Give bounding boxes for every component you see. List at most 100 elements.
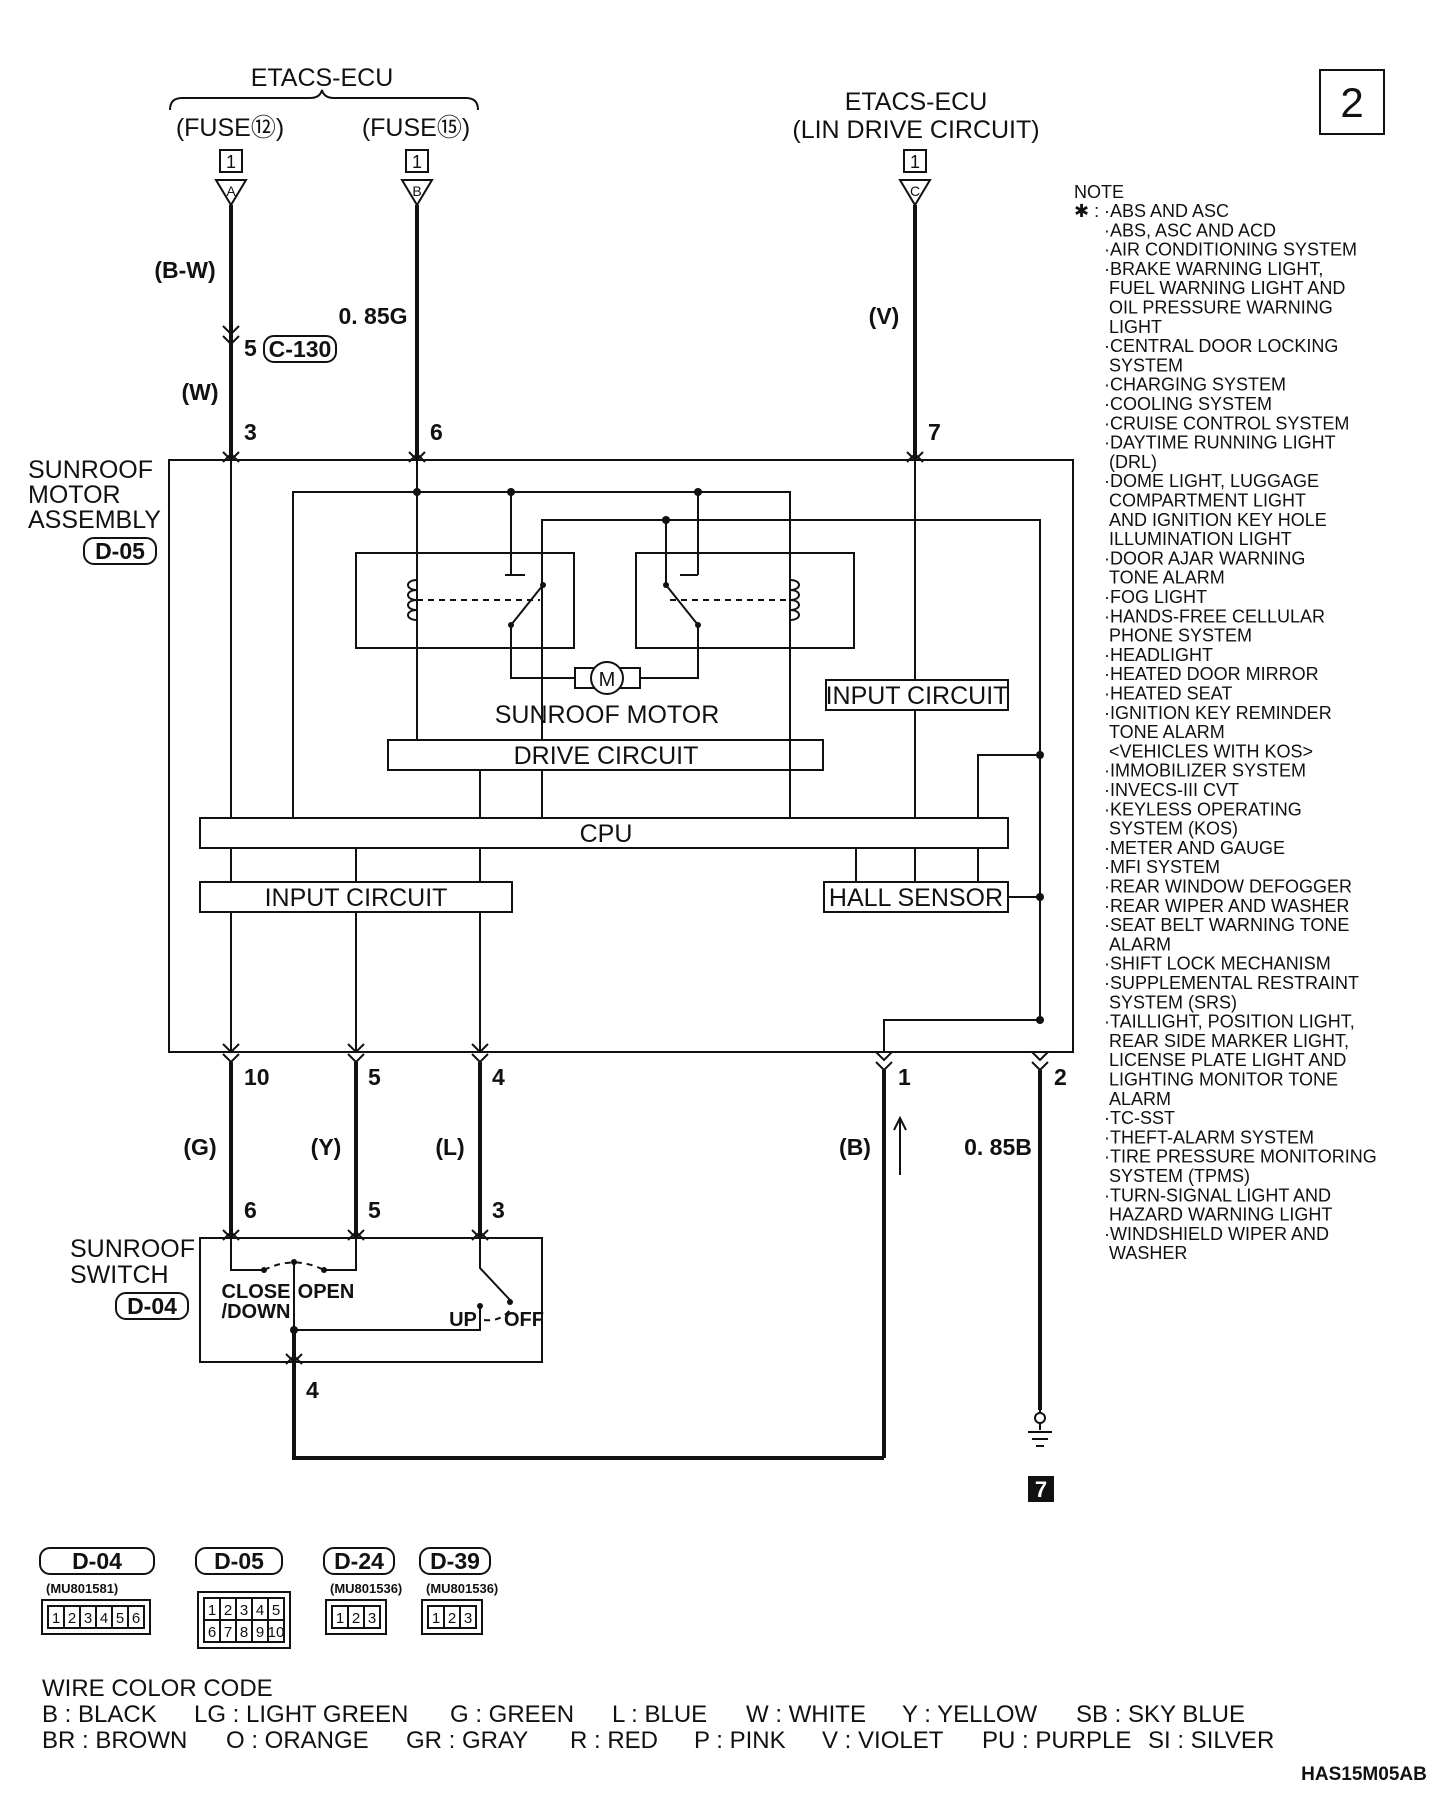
off-label: OFF: [504, 1309, 544, 1331]
relay-right-switch: [665, 492, 699, 626]
connector-pin-number: 2: [448, 1610, 456, 1627]
note-item: ·SUPPLEMENTAL RESTRAINT: [1104, 973, 1359, 993]
page-number-box: [1319, 69, 1385, 135]
switch-label-1: SUNROOF: [70, 1235, 195, 1263]
note-item: LIGHT: [1109, 317, 1162, 337]
motor-symbol: [590, 661, 624, 695]
note-item: ·DOOR AJAR WARNING: [1104, 548, 1305, 568]
wire-label-y: (Y): [311, 1134, 342, 1160]
connector-tag: [39, 1547, 155, 1575]
note-item: ·HEATED DOOR MIRROR: [1104, 664, 1319, 684]
drive-circuit-block: [387, 739, 824, 771]
pin-2: 2: [1054, 1064, 1067, 1090]
note-item: ·THEFT-ALARM SYSTEM: [1104, 1127, 1314, 1147]
wire-label-085g: 0. 85G: [338, 303, 407, 329]
switch-up-lead: [294, 1306, 481, 1331]
note-item: COMPARTMENT LIGHT: [1109, 491, 1306, 511]
note-item: REAR SIDE MARKER LIGHT,: [1109, 1031, 1349, 1051]
connector-pin-number: 3: [464, 1610, 472, 1627]
open-label: OPEN: [298, 1281, 355, 1303]
note-item: TONE ALARM: [1109, 722, 1225, 742]
switch-contact: [477, 1303, 483, 1309]
connector-pin-number: 3: [240, 1602, 248, 1619]
input-circuit-right-label: INPUT CIRCUIT: [826, 682, 1009, 710]
ground-symbol: [1028, 1410, 1052, 1447]
motor-leads: [510, 625, 699, 679]
connector-pin-number: 5: [116, 1610, 124, 1627]
connector-name: D-05: [214, 1548, 264, 1574]
wire-color-entry: O : ORANGE: [226, 1727, 369, 1754]
svg-text:B: B: [412, 183, 421, 199]
connector-cavity: [363, 1605, 381, 1629]
svg-text:1: 1: [226, 152, 236, 172]
connector-cavity: [267, 1619, 285, 1643]
note-item: ALARM: [1109, 1089, 1171, 1109]
note-item: SYSTEM (TPMS): [1109, 1166, 1250, 1186]
connector-tag: [195, 1547, 283, 1575]
connector-b: 1 B: [400, 149, 434, 207]
connector-part: (MU801536): [330, 1581, 402, 1596]
wire-label-v: (V): [869, 303, 900, 329]
assembly-label-3: ASSEMBLY: [28, 506, 161, 534]
etacs-ecu-label: ETACS-ECU: [251, 64, 394, 92]
connector-name: D-24: [334, 1548, 384, 1574]
terminal-1: [875, 1051, 893, 1072]
etacs-brace: [169, 89, 479, 111]
close-label: CLOSE: [222, 1281, 291, 1303]
pin-1: 1: [898, 1064, 911, 1090]
connector-pin-number: 5: [272, 1602, 280, 1619]
note-item: ·REAR WIPER AND WASHER: [1104, 896, 1349, 916]
connector-pin-number: 1: [432, 1610, 440, 1627]
wire-color-entry: P : PINK: [694, 1727, 786, 1754]
pin-7: 7: [928, 419, 941, 445]
note-item: ·DAYTIME RUNNING LIGHT: [1104, 433, 1336, 453]
connector-pin-number: 4: [100, 1610, 108, 1627]
connector-tag: [323, 1547, 395, 1575]
connector-face: [197, 1591, 291, 1649]
note-item: ·DOME LIGHT, LUGGAGE: [1104, 471, 1319, 491]
wire-color-entry: BR : BROWN: [42, 1727, 187, 1754]
wire-color-entry: LG : LIGHT GREEN: [194, 1701, 408, 1728]
connector-a: 1 A: [214, 149, 248, 207]
connector-cavity: [459, 1605, 477, 1629]
input-circuit-left-label: INPUT CIRCUIT: [265, 884, 448, 912]
fuse15-label: (FUSE⑮): [362, 114, 470, 142]
note-item: SYSTEM: [1109, 355, 1183, 375]
c130-pin: 5: [244, 335, 257, 361]
connector-face: [41, 1599, 151, 1635]
relay-left-switch: [505, 492, 544, 626]
wire-color-entry: B : BLACK: [42, 1701, 157, 1728]
note-item: ·AIR CONDITIONING SYSTEM: [1104, 240, 1357, 260]
hall-feed-wire: [977, 754, 1040, 818]
d04-label: D-04: [127, 1293, 177, 1319]
pin-3: 3: [244, 419, 257, 445]
cpu-label: CPU: [580, 820, 633, 848]
current-arrow: [893, 1115, 907, 1175]
input-circuit-right-block: [825, 679, 1009, 711]
connector-c: 1 C: [898, 149, 932, 207]
junction: [1036, 1016, 1044, 1024]
d04-tag: [115, 1292, 189, 1320]
motor-symbol-label: M: [599, 669, 616, 691]
connector-cavity: [127, 1605, 145, 1629]
note-item: LIGHTING MONITOR TONE: [1109, 1070, 1338, 1090]
connector-pin-number: 10: [268, 1624, 285, 1641]
ground-point-box: [1028, 1476, 1054, 1502]
junction: [1036, 751, 1044, 759]
wire-label-b: (B): [839, 1134, 871, 1160]
connector-pin-number: 3: [368, 1610, 376, 1627]
note-title: NOTE: [1074, 182, 1124, 202]
note-item: ALARM: [1109, 934, 1171, 954]
note-item: ·TIRE PRESSURE MONITORING: [1104, 1147, 1377, 1167]
note-item: ·FOG LIGHT: [1104, 587, 1207, 607]
note-item: ·SHIFT LOCK MECHANISM: [1104, 954, 1331, 974]
wire-color-entry: SB : SKY BLUE: [1076, 1701, 1245, 1728]
wire-color-entry: G : GREEN: [450, 1701, 574, 1728]
connector-name: D-04: [72, 1548, 122, 1574]
connector-pin-number: 7: [224, 1624, 232, 1641]
svg-text:1: 1: [910, 152, 920, 172]
internal-loop-top: [292, 491, 791, 818]
